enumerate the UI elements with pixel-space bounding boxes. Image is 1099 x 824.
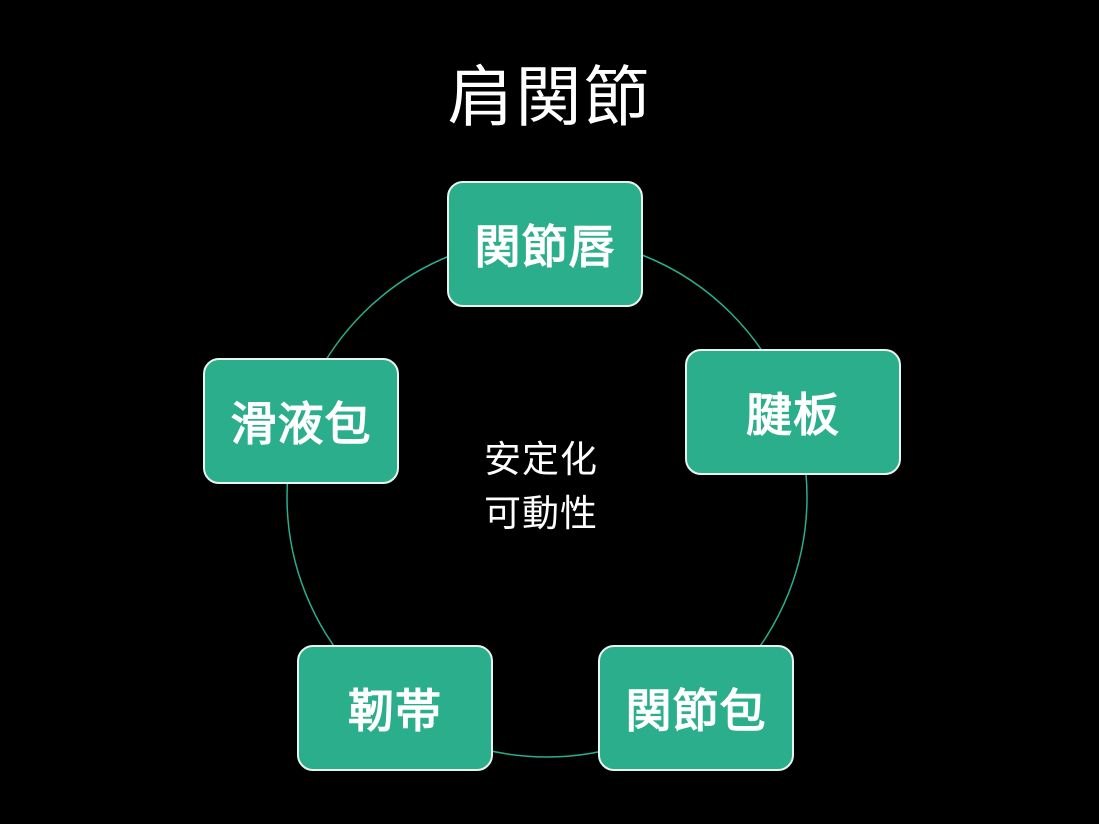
center-text-line-1: 安定化 bbox=[484, 438, 598, 481]
slide-title: 肩関節 bbox=[447, 59, 652, 136]
node-joint-capsule: 関節包 bbox=[598, 645, 794, 771]
center-text: 安定化 可動性 bbox=[440, 433, 642, 541]
node-ligament: 靭帯 bbox=[297, 645, 493, 771]
node-rotator-cuff: 腱板 bbox=[685, 349, 901, 475]
node-bursa: 滑液包 bbox=[203, 358, 399, 484]
node-labrum: 関節唇 bbox=[447, 181, 643, 307]
center-text-line-2: 可動性 bbox=[484, 492, 598, 535]
